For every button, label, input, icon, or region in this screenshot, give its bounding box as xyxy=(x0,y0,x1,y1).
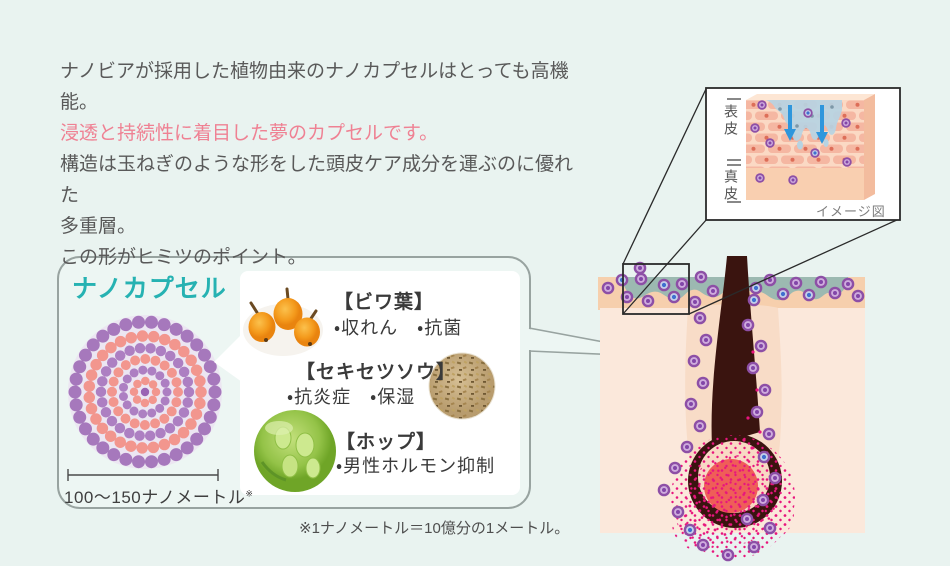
loquat-fruits-image xyxy=(243,287,323,356)
penetration-arrows xyxy=(784,105,828,144)
scale-label: 100〜150ナノメートル※ xyxy=(64,483,253,508)
footnote: ※1ナノメートル＝10億分の1メートル。 xyxy=(299,520,570,537)
zoom-callout xyxy=(622,88,900,315)
zoom-connector-lines xyxy=(622,88,900,315)
dermis-label: 真皮 xyxy=(723,169,739,203)
ingredient-name-sekisetsusou: 【セキセツソウ】 xyxy=(296,362,457,383)
inset-block-top-face xyxy=(746,94,875,100)
zoom-source-rect xyxy=(622,263,690,315)
ingredient-effects-biwa: ・収れん ・抗菌 xyxy=(334,318,463,338)
scale-note-mark: ※ xyxy=(245,488,254,499)
intro-line: この形がヒミツのポイント。 xyxy=(60,247,307,268)
intro-text: ナノビアが採用した植物由来のナノカプセルはとっても高機 能。 浸透と持続性に着目… xyxy=(60,56,580,273)
inset-caption: イメージ図 xyxy=(816,204,886,219)
capsule-illustration xyxy=(68,315,222,469)
scale-ruler xyxy=(67,469,219,481)
active-ingredient-dots xyxy=(671,350,795,559)
intro-highlight-line: 浸透と持続性に着目した夢のカプセルです。 xyxy=(60,123,439,144)
hair-shaft xyxy=(711,256,760,446)
inset-block-side-face xyxy=(864,94,875,200)
intro-line: ナノビアが採用した植物由来のナノカプセルはとっても高機 xyxy=(60,61,569,82)
skin-inset-box xyxy=(705,87,901,221)
intro-line: 能。 xyxy=(60,92,99,113)
dried-herb-image xyxy=(428,352,496,420)
intro-line: 構造は玉ねぎのような形をした頭皮ケア成分を運ぶのに優れた xyxy=(60,154,574,206)
panel-callout-wedge xyxy=(214,334,242,382)
green-hops-image xyxy=(254,410,336,492)
ingredient-effects-hop: ・男性ホルモン抑制 xyxy=(336,456,496,476)
ingredient-name-biwa: 【ビワ葉】 xyxy=(334,292,435,313)
inset-label-ticks xyxy=(727,98,741,203)
epidermis-label: 表皮 xyxy=(723,104,739,138)
skin-cross-section xyxy=(598,256,865,562)
ingredient-name-hop: 【ホップ】 xyxy=(336,432,437,453)
scale-value: 100〜150ナノメートル xyxy=(64,488,246,507)
nanocapsule-title: ナノカプセル xyxy=(72,275,227,303)
dermis-layer xyxy=(746,168,864,200)
intro-line: 多重層。 xyxy=(60,216,137,237)
ingredient-effects-sekisetsusou: ・抗炎症 ・保湿 xyxy=(287,387,416,407)
